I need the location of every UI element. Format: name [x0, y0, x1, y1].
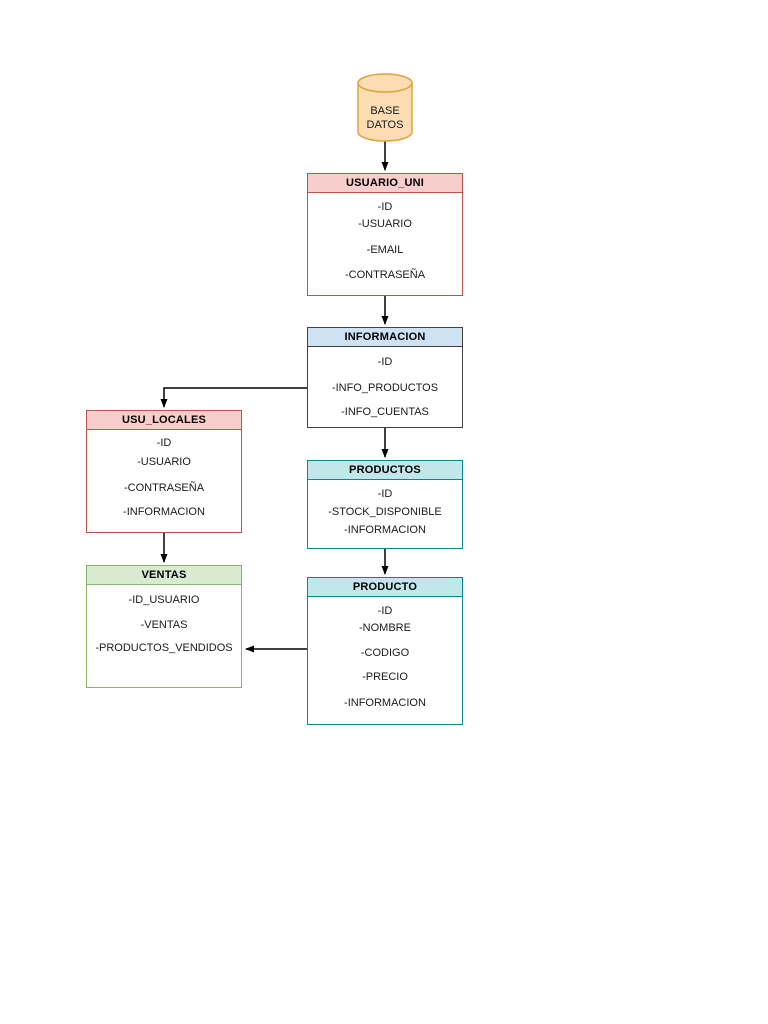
entity-usuario-uni-field: -ID [377, 201, 393, 213]
entity-producto-field: -INFORMACION [344, 697, 426, 709]
entity-ventas-field: -VENTAS [140, 619, 188, 631]
database-label-line2: DATOS [366, 119, 404, 131]
entity-ventas-field: -ID_USUARIO [128, 594, 200, 606]
entity-productos-field: -STOCK_DISPONIBLE [328, 506, 442, 518]
entity-usu-locales-field: -INFORMACION [123, 506, 205, 518]
entity-informacion-field: -INFO_CUENTAS [341, 406, 429, 418]
entity-ventas: VENTAS -ID_USUARIO -VENTAS -PRODUCTOS_VE… [86, 565, 242, 688]
entity-productos-field: -ID [377, 488, 393, 500]
entity-productos-field: -INFORMACION [344, 524, 426, 536]
entity-usu-locales-field: -CONTRASEÑA [123, 482, 205, 494]
entity-usuario-uni-field: -EMAIL [366, 244, 404, 256]
entity-usuario-uni-field: -CONTRASEÑA [344, 269, 426, 281]
connector-informacion-usulocales [160, 387, 320, 408]
entity-producto-title: PRODUCTO [308, 578, 462, 597]
entity-productos-title: PRODUCTOS [308, 461, 462, 480]
entity-producto-field: -CODIGO [360, 647, 410, 659]
entity-informacion-field: -INFO_PRODUCTOS [331, 382, 439, 394]
database-label-line1: BASE [370, 105, 400, 117]
entity-ventas-title: VENTAS [87, 566, 241, 585]
entity-producto-field: -NOMBRE [359, 622, 411, 634]
entity-ventas-field: -PRODUCTOS_VENDIDOS [95, 642, 233, 654]
entity-informacion-title: INFORMACION [308, 328, 462, 347]
entity-usu-locales-field: -ID [156, 437, 172, 449]
entity-usu-locales: USU_LOCALES -ID -USUARIO -CONTRASEÑA -IN… [86, 410, 242, 533]
entity-informacion: INFORMACION -ID -INFO_PRODUCTOS -INFO_CU… [307, 327, 463, 428]
entity-usuario-uni-title: USUARIO_UNI [308, 174, 462, 193]
entity-usuario-uni: USUARIO_UNI -ID -USUARIO -EMAIL -CONTRAS… [307, 173, 463, 296]
entity-usuario-uni-field: -USUARIO [358, 218, 412, 230]
entity-informacion-field: -ID [377, 356, 393, 368]
database-label: BASE DATOS [357, 104, 413, 132]
entity-producto: PRODUCTO -ID -NOMBRE -CODIGO -PRECIO -IN… [307, 577, 463, 725]
entity-usu-locales-field: -USUARIO [137, 456, 191, 468]
entity-usu-locales-title: USU_LOCALES [87, 411, 241, 430]
entity-producto-field: -PRECIO [362, 671, 408, 683]
entity-producto-field: -ID [377, 605, 393, 617]
entity-productos: PRODUCTOS -ID -STOCK_DISPONIBLE -INFORMA… [307, 460, 463, 549]
